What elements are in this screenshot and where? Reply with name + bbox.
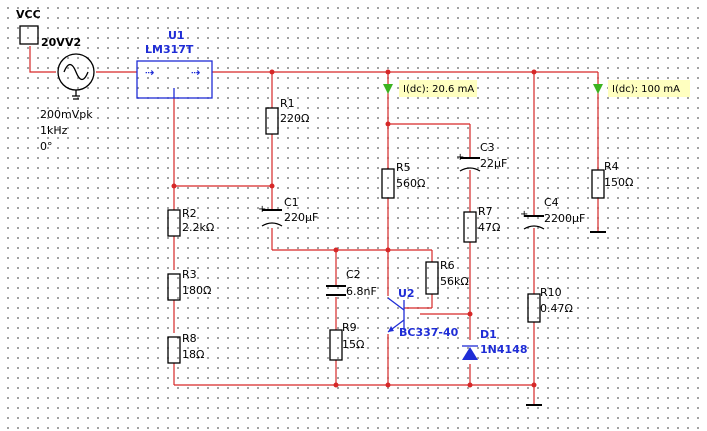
r1-name: R1 — [280, 97, 295, 110]
r7-name: R7 — [478, 205, 493, 218]
r5-name: R5 — [396, 161, 411, 174]
resistor-r7[interactable] — [463, 211, 477, 243]
r5-value: 560Ω — [396, 177, 425, 190]
resistor-r2[interactable] — [167, 209, 181, 237]
d1-name: D1 — [480, 328, 497, 341]
plus-icon: + — [520, 209, 528, 220]
c3-name: C3 — [480, 141, 495, 154]
capacitor-c1[interactable]: + — [258, 204, 283, 227]
ground-icon — [72, 90, 80, 100]
r7-value: 47Ω — [478, 221, 500, 234]
r4-value: 150Ω — [604, 176, 633, 189]
r2-value: 2.2kΩ — [182, 221, 214, 234]
resistor-r3[interactable] — [167, 273, 181, 301]
resistor-r8[interactable] — [167, 336, 181, 364]
in-arrow-icon: ⇢ — [145, 66, 154, 79]
capacitor-c3[interactable]: + — [456, 152, 481, 172]
r10-name: R10 — [540, 286, 562, 299]
r6-value: 56kΩ — [440, 275, 469, 288]
c1-value: 220µF — [284, 211, 318, 224]
regulator-u1[interactable]: ⇢ ⇢ — [136, 60, 213, 99]
r6-name: R6 — [440, 259, 455, 272]
resistor-r4[interactable] — [591, 169, 605, 199]
ac-source-v2[interactable] — [57, 53, 95, 100]
source-amplitude: 200mVpk — [40, 108, 93, 121]
probe-1-label: I(dc): 20.6 mA — [403, 84, 474, 95]
resistor-r9[interactable] — [329, 329, 343, 361]
r3-name: R3 — [182, 268, 197, 281]
junction-dots — [171, 69, 537, 388]
vcc-value: 20V — [41, 36, 65, 49]
transistor-u2[interactable] — [387, 297, 405, 333]
resistor-r1[interactable] — [265, 107, 279, 135]
resistor-r5[interactable] — [381, 168, 395, 199]
c4-value: 2200µF — [544, 212, 585, 225]
probe-1[interactable]: I(dc): 20.6 mA — [383, 80, 477, 97]
r9-value: 15Ω — [342, 338, 364, 351]
vcc-terminal[interactable]: VCC 20V — [16, 8, 65, 49]
c2-name: C2 — [346, 268, 361, 281]
source-name: V2 — [65, 36, 81, 49]
r9-name: R9 — [342, 321, 357, 334]
r2-name: R2 — [182, 207, 197, 220]
c2-value: 6.8nF — [346, 285, 377, 298]
r8-value: 18Ω — [182, 348, 204, 361]
c3-value: 22µF — [480, 157, 507, 170]
probe-2-label: I(dc): 100 mA — [612, 84, 680, 95]
source-frequency: 1kHz — [40, 124, 68, 137]
r1-value: 220Ω — [280, 112, 309, 125]
wires — [29, 46, 599, 405]
resistor-r6[interactable] — [425, 261, 439, 295]
vcc-label: VCC — [16, 8, 41, 21]
u2-name: U2 — [398, 287, 415, 300]
diode-d1[interactable] — [462, 345, 478, 360]
capacitor-c2[interactable] — [326, 285, 346, 296]
source-phase: 0° — [40, 140, 53, 153]
u1-name: U1 — [168, 29, 185, 42]
plus-icon: + — [258, 204, 266, 215]
r10-value: 0.47Ω — [540, 302, 573, 315]
capacitor-c4[interactable]: + — [520, 209, 545, 230]
u1-part: LM317T — [145, 43, 194, 56]
out-arrow-icon: ⇢ — [191, 66, 200, 79]
probe-2[interactable]: I(dc): 100 mA — [593, 80, 690, 97]
plus-icon: + — [456, 152, 464, 163]
r4-name: R4 — [604, 160, 619, 173]
d1-part: 1N4148 — [480, 343, 527, 356]
c1-name: C1 — [284, 196, 299, 209]
c4-name: C4 — [544, 196, 559, 209]
r3-value: 180Ω — [182, 284, 211, 297]
r8-name: R8 — [182, 332, 197, 345]
resistor-r10[interactable] — [527, 293, 541, 323]
u2-part: BC337-40 — [399, 326, 459, 339]
